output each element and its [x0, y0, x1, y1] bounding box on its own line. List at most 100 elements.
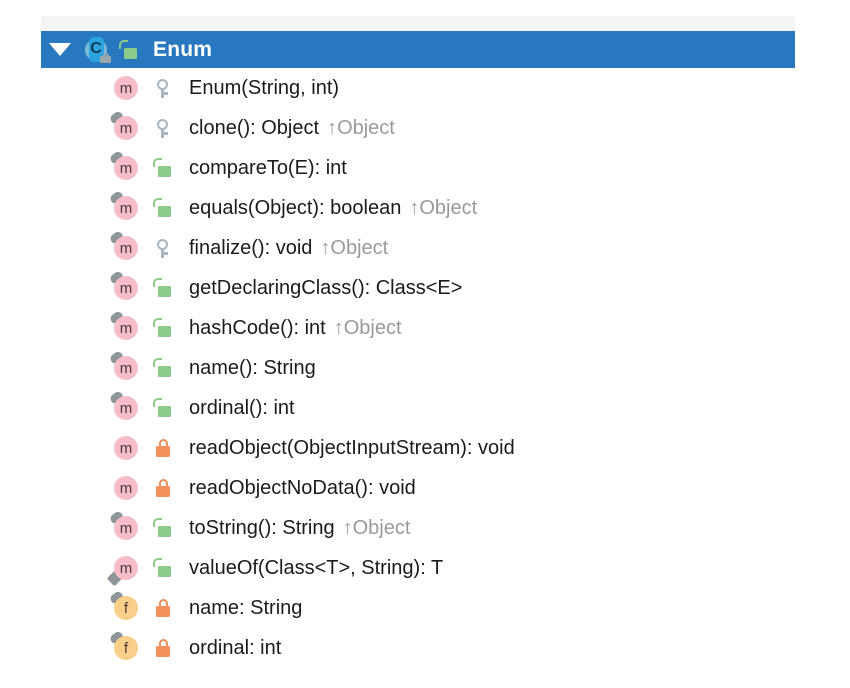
- member-kind-letter: m: [114, 76, 138, 100]
- list-item[interactable]: m readObjectNoData(): void: [0, 468, 850, 508]
- inherited-from-label: ↑Object: [327, 116, 395, 139]
- member-kind-letter: m: [114, 476, 138, 500]
- lock-body: [156, 606, 170, 617]
- key-stem: [161, 89, 164, 98]
- triangle-down-icon[interactable]: [49, 43, 71, 56]
- lock-body: [158, 166, 171, 177]
- lock-shackle: [153, 278, 162, 287]
- member-kind-letter: m: [114, 116, 138, 140]
- lock-open-green-icon: [152, 197, 174, 219]
- method-icon: m: [112, 474, 140, 502]
- lock-shackle: [119, 39, 128, 49]
- page-title: Enum: [153, 37, 213, 61]
- member-label: readObject(ObjectInputStream): void: [189, 436, 515, 459]
- lock-body: [100, 55, 111, 63]
- lock-shackle: [158, 479, 168, 488]
- lock-open-green-icon: [152, 277, 174, 299]
- member-kind-letter: m: [114, 156, 138, 180]
- inherited-from-label: ↑Object: [320, 236, 389, 259]
- list-item[interactable]: m getDeclaringClass(): Class<E>: [0, 268, 850, 308]
- lock-shackle: [158, 599, 168, 608]
- list-item[interactable]: m readObject(ObjectInputStream): void: [0, 428, 850, 468]
- lock-body: [156, 446, 170, 457]
- member-kind-letter: m: [114, 316, 138, 340]
- key-grey-icon: [152, 117, 174, 139]
- key-grey-icon: [152, 237, 174, 259]
- member-kind-letter: m: [114, 356, 138, 380]
- list-item[interactable]: m compareTo(E): int: [0, 148, 850, 188]
- method-icon: m: [112, 74, 140, 102]
- member-label: readObjectNoData(): void: [189, 476, 416, 499]
- class-icon-body: [89, 36, 104, 62]
- inherited-from-label: ↑Object: [409, 196, 478, 219]
- method-icon: m: [106, 554, 140, 587]
- list-item[interactable]: m valueOf(Class<T>, String): T: [0, 548, 850, 588]
- lock-body: [158, 326, 171, 337]
- list-item[interactable]: m name(): String: [0, 348, 850, 388]
- method-icon: m: [108, 309, 140, 342]
- lock-shackle: [153, 318, 162, 327]
- member-kind-letter: m: [114, 276, 138, 300]
- lock-body: [158, 286, 171, 297]
- key-tooth: [163, 92, 168, 95]
- class-header-row[interactable]: C Enum: [41, 31, 795, 68]
- member-label: valueOf(Class<T>, String): T: [189, 556, 444, 579]
- member-label: compareTo(E): int: [189, 156, 347, 179]
- lock-shackle: [153, 398, 162, 407]
- key-tooth: [163, 252, 168, 255]
- panel-top-strip: [41, 16, 795, 31]
- lock-closed-orange-icon: [152, 477, 174, 499]
- key-stem: [161, 129, 164, 138]
- member-label: equals(Object): boolean: [189, 196, 402, 219]
- lock-shackle: [158, 439, 168, 448]
- lock-open-green-icon: [152, 397, 174, 419]
- lock-shackle: [153, 358, 162, 367]
- method-icon: m: [108, 149, 140, 182]
- class-icon-letter: C: [90, 40, 102, 57]
- lock-body: [124, 47, 137, 59]
- lock-shackle: [153, 558, 162, 567]
- member-kind-letter: m: [114, 196, 138, 220]
- member-label: toString(): String: [189, 516, 335, 539]
- list-item[interactable]: m toString(): String ↑Object: [0, 508, 850, 548]
- lock-open-green-icon: [152, 357, 174, 379]
- lock-body: [158, 566, 171, 577]
- member-kind-letter: m: [114, 436, 138, 460]
- member-label: Enum(String, int): [189, 76, 340, 99]
- field-icon: f: [108, 629, 140, 662]
- member-kind-letter: m: [114, 516, 138, 540]
- method-icon: m: [112, 434, 140, 462]
- list-item[interactable]: m Enum(String, int): [0, 68, 850, 108]
- key-tooth: [163, 132, 168, 135]
- field-icon: f: [108, 589, 140, 622]
- key-grey-icon: [152, 77, 174, 99]
- member-label: getDeclaringClass(): Class<E>: [189, 276, 463, 299]
- member-kind-letter: m: [114, 236, 138, 260]
- member-label: name(): String: [189, 356, 316, 379]
- lock-shackle: [153, 198, 162, 207]
- list-item[interactable]: m equals(Object): boolean ↑Object: [0, 188, 850, 228]
- member-kind-letter: m: [114, 556, 138, 580]
- member-label: hashCode(): int: [189, 316, 326, 339]
- lock-shackle: [153, 158, 162, 167]
- key-stem: [161, 249, 164, 258]
- lock-open-green-icon: [152, 557, 174, 579]
- list-item[interactable]: f ordinal: int: [0, 628, 850, 668]
- lock-closed-orange-icon: [152, 437, 174, 459]
- member-kind-letter: f: [114, 636, 138, 660]
- method-icon: m: [108, 389, 140, 422]
- member-kind-letter: m: [114, 396, 138, 420]
- lock-body: [156, 646, 170, 657]
- lock-body: [158, 206, 171, 217]
- inherited-from-label: ↑Object: [342, 516, 411, 539]
- member-label: ordinal: int: [189, 636, 282, 659]
- lock-closed-orange-icon: [152, 637, 174, 659]
- lock-body: [156, 486, 170, 497]
- lock-body: [158, 526, 171, 537]
